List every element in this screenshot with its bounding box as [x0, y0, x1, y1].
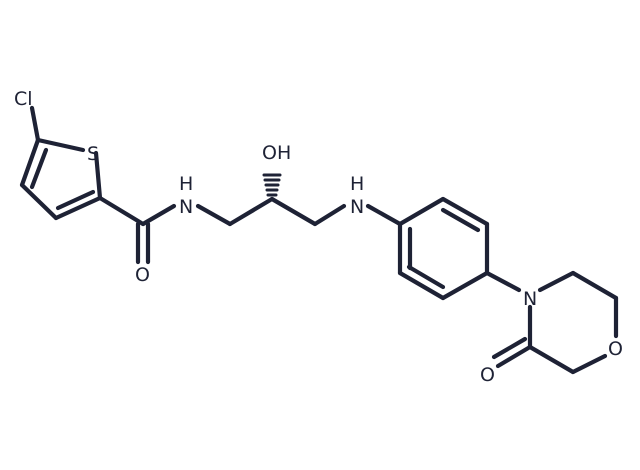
- sulfur-label: S: [87, 143, 99, 165]
- morpholinone-ring: [527, 270, 619, 375]
- chlorine-label: Cl: [14, 88, 33, 110]
- bond-c3-c2: [53, 195, 103, 221]
- bond-ch2-choh: [227, 196, 275, 227]
- bond-c5-c4-double: [29, 147, 49, 190]
- hydroxyl-label: OH: [262, 142, 291, 164]
- bond-c2-s: [93, 150, 103, 201]
- bond-ar2-ar3: [440, 196, 490, 227]
- benzene-ring: [397, 196, 490, 301]
- bond-ch2-nh: [312, 203, 347, 227]
- morpholine-o-label: O: [608, 338, 623, 360]
- amide-h-label: H: [179, 173, 193, 195]
- bond-c5-c6: [570, 270, 619, 301]
- stereo-hash-wedge: [262, 173, 282, 197]
- bond-n-c5: [537, 270, 576, 293]
- bond-c3-c2-double: [55, 189, 96, 211]
- bond-c4-c3: [19, 182, 59, 221]
- bond-aryl-morph-n: [484, 270, 522, 293]
- bond-c2-c3: [527, 344, 576, 375]
- bond-c5-cl: [29, 105, 41, 143]
- amide-n-label: N: [179, 196, 193, 218]
- bond-carbonyl-n: [140, 203, 177, 227]
- amine-n-label: N: [350, 196, 364, 218]
- bond-c5-s: [35, 137, 86, 153]
- bond-ar4-ar5: [440, 270, 490, 301]
- bond-nh-aryl: [365, 203, 403, 227]
- bond-ar2-ar3-double: [440, 207, 481, 233]
- bond-ar5-ar6: [397, 270, 446, 301]
- bond-n-ch2: [195, 203, 233, 227]
- amine-h-label: H: [350, 173, 364, 195]
- carbonyl-o-label: O: [135, 264, 150, 286]
- bond-c5-c4: [19, 137, 41, 188]
- bond-o-c2: [570, 353, 608, 375]
- bond-c2-carbonyl: [97, 195, 146, 227]
- bond-ar1-ar2: [397, 196, 446, 227]
- bond-ar5-ar6-double: [406, 264, 446, 290]
- morpholine-n-label: N: [523, 288, 537, 310]
- bond-lactam-co-2: [491, 336, 528, 360]
- lactam-o-label: O: [480, 364, 495, 386]
- bond-lactam-co-1: [495, 344, 533, 369]
- thiophene-ring: [19, 137, 103, 221]
- bond-choh-ch2: [269, 196, 318, 227]
